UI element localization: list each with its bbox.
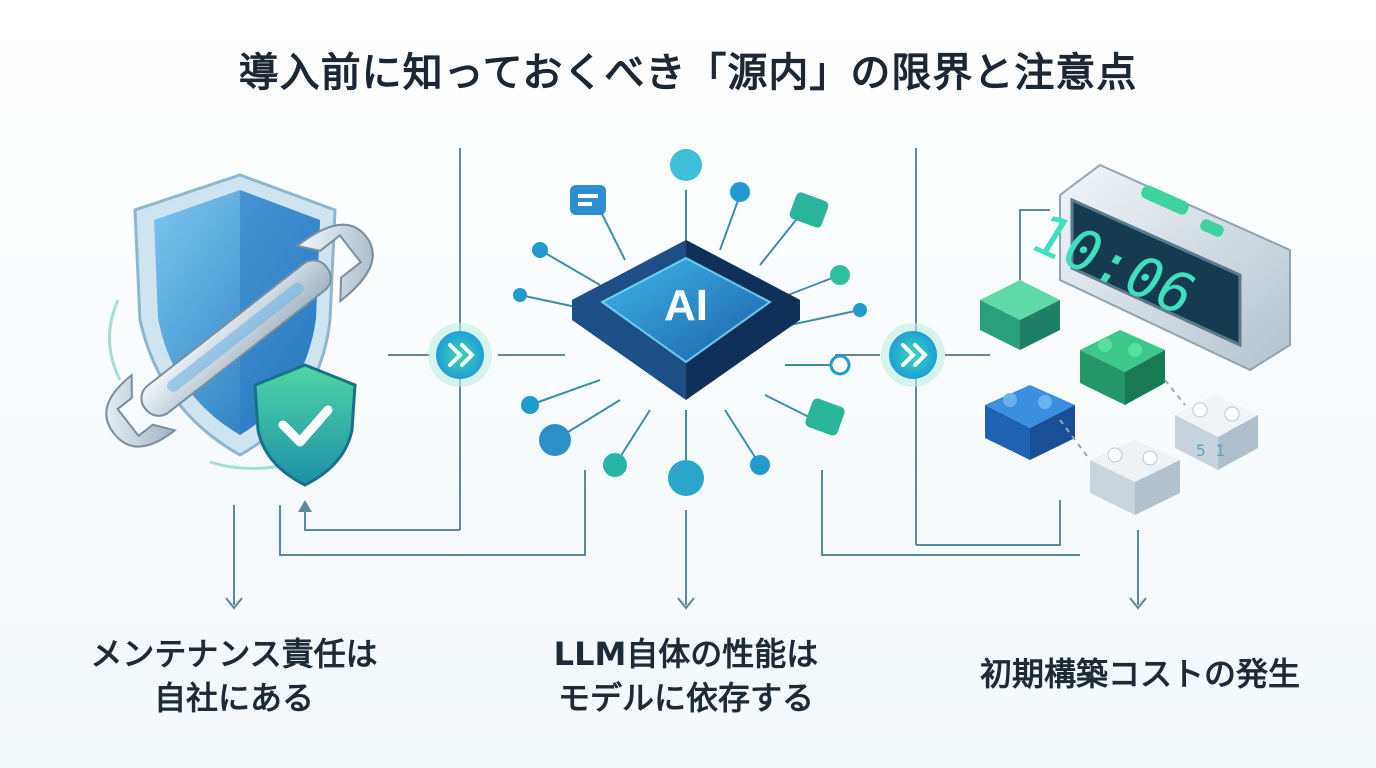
- block-icon: [985, 385, 1075, 460]
- page-title: 導入前に知っておくべき「源内」の限界と注意点: [238, 50, 1138, 96]
- label-llm-performance: LLM自体の性能は モデルに依存する: [553, 635, 819, 717]
- clock-blocks-icon: 10:06 5 1: [980, 163, 1291, 515]
- digital-clock-icon: 10:06: [1019, 163, 1291, 372]
- label-initial-cost: 初期構築コストの発生: [979, 655, 1300, 693]
- block-icon: [1090, 440, 1180, 515]
- up-arrow-head: [298, 500, 312, 512]
- shield-wrench-icon: [105, 173, 374, 487]
- down-arrow-heads: [225, 597, 1147, 610]
- chip-label: AI: [664, 281, 708, 330]
- label-maintenance: メンテナンス責任は 自社にある: [90, 635, 378, 717]
- ai-chip-icon: AI: [513, 149, 867, 496]
- forward-arrow-icon: [428, 323, 492, 387]
- block-icon: 5 1: [1175, 395, 1258, 470]
- block-icon: [980, 280, 1060, 350]
- forward-arrow-icon: [881, 323, 945, 387]
- block-label: 5 1: [1196, 441, 1225, 460]
- block-icon: [1080, 330, 1165, 405]
